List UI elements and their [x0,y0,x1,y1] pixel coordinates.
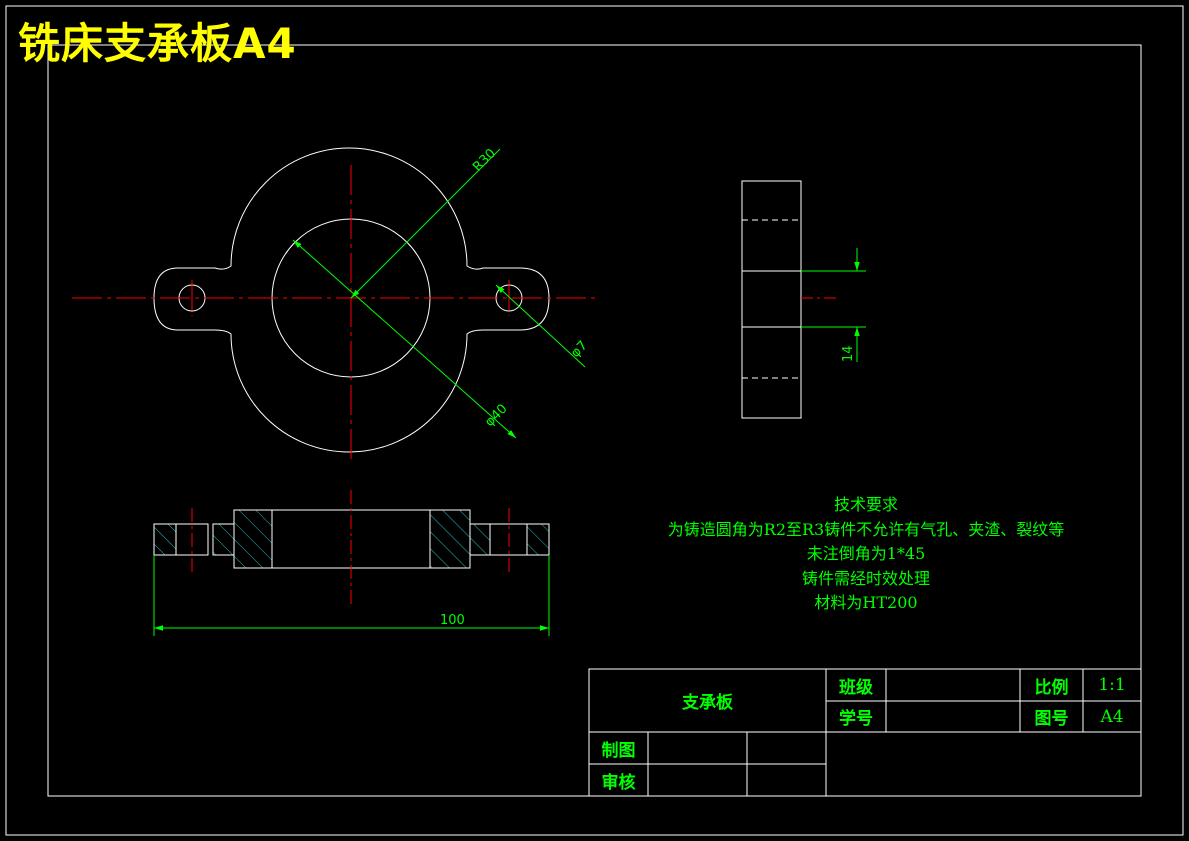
hole-dia-leader [495,284,586,368]
hole-dia-label: φ7 [568,338,591,361]
student-no-label: 学号 [839,709,873,729]
notes-line: 材料为HT200 [814,593,918,612]
drawing-no-value: A4 [1100,706,1124,727]
length-label: 100 [440,613,465,628]
thickness-label: 14 [841,345,856,362]
notes-line: 未注倒角为1*45 [806,544,926,563]
top-view-centerlines [72,165,598,463]
drawn-by-label: 制图 [601,740,636,761]
bore-dia-leader [292,239,517,439]
drawing-no-label: 图号 [1034,709,1069,729]
page-title: 铣床支承板A4 [18,19,297,68]
class-value [886,669,1020,701]
r30-label: R30 [470,146,499,175]
class-label: 班级 [839,677,873,698]
outer-frame [5,5,1184,836]
side-view-dimension [801,248,866,362]
top-view-dimensions [292,148,586,439]
title-block [588,668,1142,797]
scale-value: 1:1 [1098,675,1126,695]
part-name: 支承板 [682,693,733,713]
notes-line: 铸件需经时效处理 [801,568,930,588]
front-section-view [153,509,550,569]
side-view [741,180,802,419]
student-no-value [886,701,1020,732]
notes-line: 为铸造圆角为R2至R3铸件不允许有气孔、夹渣、裂纹等 [667,519,1065,539]
bore-dia-label: φ40 [482,401,510,429]
notes-heading: 技术要求 [833,495,898,514]
front-view-centerlines [191,490,510,605]
technical-notes: 技术要求 为铸造圆角为R2至R3铸件不允许有气孔、夹渣、裂纹等 未注倒角为1*4… [600,493,1132,616]
scale-label: 比例 [1034,677,1069,698]
front-view-dimension [153,555,550,636]
checked-by-label: 审核 [601,772,636,793]
